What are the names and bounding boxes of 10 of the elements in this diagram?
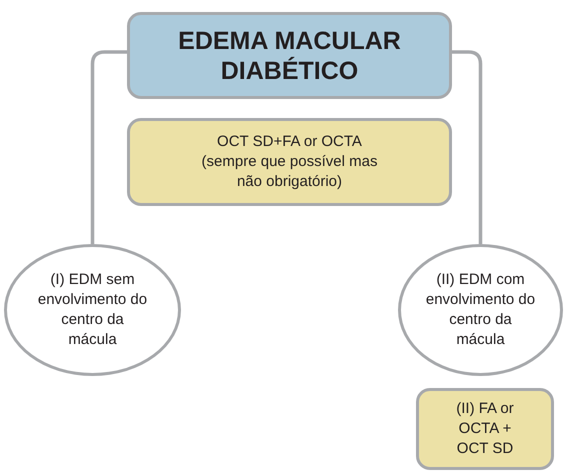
node-text: (II) EDM com envolvimento do centro da mácula bbox=[426, 270, 536, 350]
connector-line bbox=[452, 50, 482, 244]
node-text: (I) EDM sem envolvimento do centro da mácula bbox=[38, 270, 148, 350]
node-text: OCT SD+FA or OCTA (sempre que possível mas não obrigatório) bbox=[200, 132, 378, 192]
heading-text: EDEMA MACULAR DIABÉTICO bbox=[177, 26, 402, 86]
node-text: (II) FA or OCTA + OCT SD bbox=[455, 399, 515, 459]
connector-line bbox=[90, 50, 127, 244]
heading-box bbox=[127, 12, 452, 99]
info-box bbox=[127, 118, 452, 206]
info-box bbox=[416, 388, 554, 470]
